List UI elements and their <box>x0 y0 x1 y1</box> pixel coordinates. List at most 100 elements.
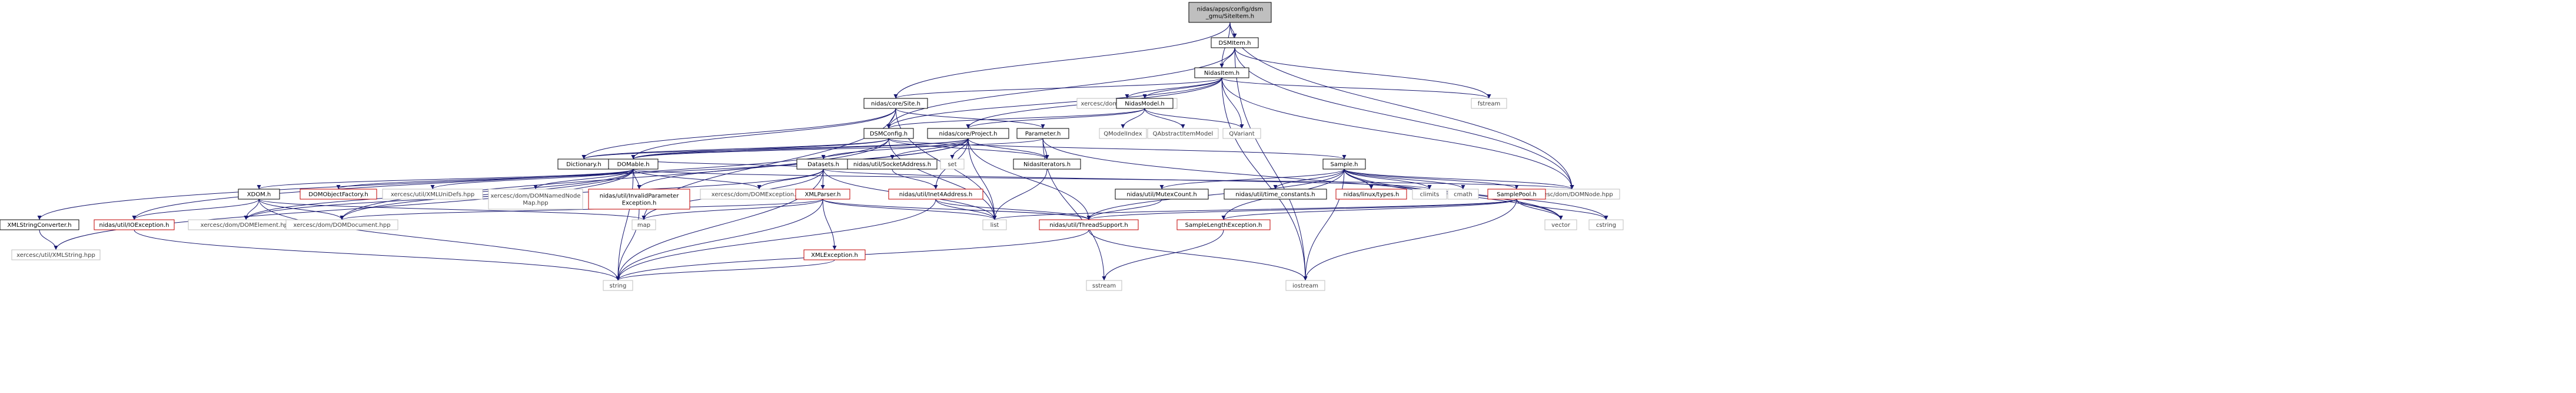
node-label-qvariant: QVariant <box>1229 131 1254 137</box>
node-label-vector: vector <box>1551 222 1571 229</box>
node-dsmitem[interactable]: DSMItem.h <box>1211 37 1259 48</box>
edge-project-to-domable <box>631 138 969 160</box>
node-box-domobjfactory <box>300 189 377 200</box>
node-samplepool[interactable]: SamplePool.h <box>1487 189 1546 200</box>
edge-sample-to-climits <box>1344 169 1432 190</box>
edge-dsmconfig-to-sample <box>888 138 1347 160</box>
node-label-xdom: XDOM.h <box>247 191 271 198</box>
node-label-nidasitem: NidasItem.h <box>1204 70 1239 77</box>
edge-parameter-to-domable <box>631 138 1043 160</box>
edge-xmlparser-to-string <box>616 199 823 281</box>
node-label-dictionary: Dictionary.h <box>566 161 601 168</box>
node-nidasiter[interactable]: NidasIterators.h <box>1013 158 1081 170</box>
edge-dsmconfig-to-nidasiter <box>888 138 1049 160</box>
node-label-domnode: xercesc/dom/DOMNode.hpp <box>1531 191 1613 198</box>
node-box-xmlstrconv <box>0 219 79 230</box>
node-label-cmath: cmath <box>1454 191 1473 198</box>
edge-nidasitem-to-iostream <box>1221 77 1308 281</box>
node-xmlexception[interactable]: XMLException.h <box>803 249 866 260</box>
node-samplelenexc[interactable]: SampleLengthException.h <box>1176 219 1271 230</box>
node-box-map <box>631 219 656 230</box>
node-label-qmodelindex: QModelIndex <box>1103 131 1142 137</box>
node-box-domdocument <box>285 219 398 230</box>
node-site[interactable]: nidas/core/Site.h <box>863 98 928 109</box>
edge-domable-to-domobjfactory <box>336 169 634 190</box>
node-inet4[interactable]: nidas/util/Inet4Address.h <box>888 189 983 200</box>
edge-samplepool-to-samplelenexc <box>1221 199 1517 220</box>
node-datasets[interactable]: Datasets.h <box>796 158 850 170</box>
edge-domable-to-domnamednodemap <box>533 169 634 190</box>
node-nidasitem[interactable]: NidasItem.h <box>1194 67 1249 78</box>
edge-parameter-to-vector <box>1042 138 1563 220</box>
node-label-datasets: Datasets.h <box>807 161 839 168</box>
edge-site-to-parameter <box>895 108 1045 129</box>
node-nidasmodel[interactable]: NidasModel.h <box>1116 98 1174 109</box>
node-dsmconfig[interactable]: DSMConfig.h <box>863 128 914 139</box>
node-mutexcount[interactable]: nidas/util/MutexCount.h <box>1115 189 1209 200</box>
edge-inet4-to-string <box>616 199 936 281</box>
node-label-parameter: Parameter.h <box>1025 131 1061 137</box>
node-project[interactable]: nidas/core/Project.h <box>927 128 1009 139</box>
edge-xdom-to-ioexception <box>132 199 260 220</box>
node-box-threadsupport <box>1039 219 1139 230</box>
node-xmlstring: xercesc/util/XMLString.hpp <box>11 249 101 260</box>
node-label-root-line-2: _gmu/SiteItem.h <box>1205 14 1254 20</box>
node-domable[interactable]: DOMable.h <box>608 158 659 170</box>
edge-project-to-threadsupport <box>968 138 1091 220</box>
node-set: set <box>940 158 965 170</box>
node-box-site <box>863 98 928 109</box>
edge-xmlparser-to-list <box>822 199 997 220</box>
edge-site-to-domable <box>631 108 896 160</box>
node-socketaddr[interactable]: nidas/util/SocketAddress.h <box>847 158 938 170</box>
edge-project-to-xmlstrconv <box>37 138 969 220</box>
node-label-ioexception: nidas/util/IOException.h <box>99 222 169 229</box>
node-label-domobjfactory: DOMObjectFactory.h <box>308 191 368 198</box>
node-box-qabstract <box>1147 128 1219 139</box>
edge-samplepool-to-vector <box>1516 199 1563 220</box>
node-label-domelement: xercesc/dom/DOMElement.hpp <box>201 222 292 229</box>
edge-dsmitem-to-iostream <box>1234 47 1308 281</box>
node-dictionary[interactable]: Dictionary.h <box>557 158 610 170</box>
node-label-qabstract: QAbstractItemModel <box>1153 131 1214 137</box>
node-qmodelindex: QModelIndex <box>1099 128 1147 139</box>
node-label-domexception: xercesc/dom/DOMException.hpp <box>712 191 807 198</box>
node-label-sstream: sstream <box>1092 283 1116 289</box>
node-label-xmlexception: XMLException.h <box>811 252 858 259</box>
node-parameter[interactable]: Parameter.h <box>1016 128 1069 139</box>
node-ioexception[interactable]: nidas/util/IOException.h <box>94 219 175 230</box>
edge-sample-to-iostream <box>1303 169 1345 281</box>
node-box-cmath <box>1447 189 1479 200</box>
node-label-domnamednodemap-line-2: Map.hpp <box>523 200 548 207</box>
node-box-qmodelindex <box>1099 128 1147 139</box>
node-label-invalidparam-line-2: Exception.h <box>622 200 657 207</box>
node-sample[interactable]: Sample.h <box>1322 158 1366 170</box>
node-sstream: sstream <box>1086 280 1122 291</box>
node-box-list <box>982 219 1007 230</box>
edge-xmlparser-to-map <box>641 199 823 220</box>
edge-xdom-to-domdocument <box>258 199 344 220</box>
node-qabstract: QAbstractItemModel <box>1147 128 1219 139</box>
node-domobjfactory[interactable]: DOMObjectFactory.h <box>300 189 377 200</box>
node-xdom[interactable]: XDOM.h <box>238 189 280 200</box>
node-threadsupport[interactable]: nidas/util/ThreadSupport.h <box>1039 219 1139 230</box>
node-box-climits <box>1412 189 1447 200</box>
node-label-iostream: iostream <box>1292 283 1318 289</box>
node-box-cstring <box>1588 219 1624 230</box>
node-root[interactable]: nidas/apps/config/dsm_gmu/SiteItem.h <box>1188 2 1272 23</box>
node-box-xdom <box>238 189 280 200</box>
edge-root-to-domnode <box>1229 22 1574 190</box>
node-linuxtypes[interactable]: nidas/linux/types.h <box>1335 189 1407 200</box>
node-xmlparser[interactable]: XMLParser.h <box>795 189 850 200</box>
edge-threadsupport-to-iostream <box>1088 229 1308 281</box>
edge-root-to-site <box>893 22 1231 99</box>
node-timeconst[interactable]: nidas/util/time_constants.h <box>1224 189 1327 200</box>
node-box-socketaddr <box>847 158 938 170</box>
edge-sample-to-timeconst <box>1273 169 1345 190</box>
node-xmlstrconv[interactable]: XMLStringConverter.h <box>0 219 79 230</box>
node-list: list <box>982 219 1007 230</box>
node-label-samplepool: SamplePool.h <box>1497 191 1537 198</box>
node-box-set <box>940 158 965 170</box>
